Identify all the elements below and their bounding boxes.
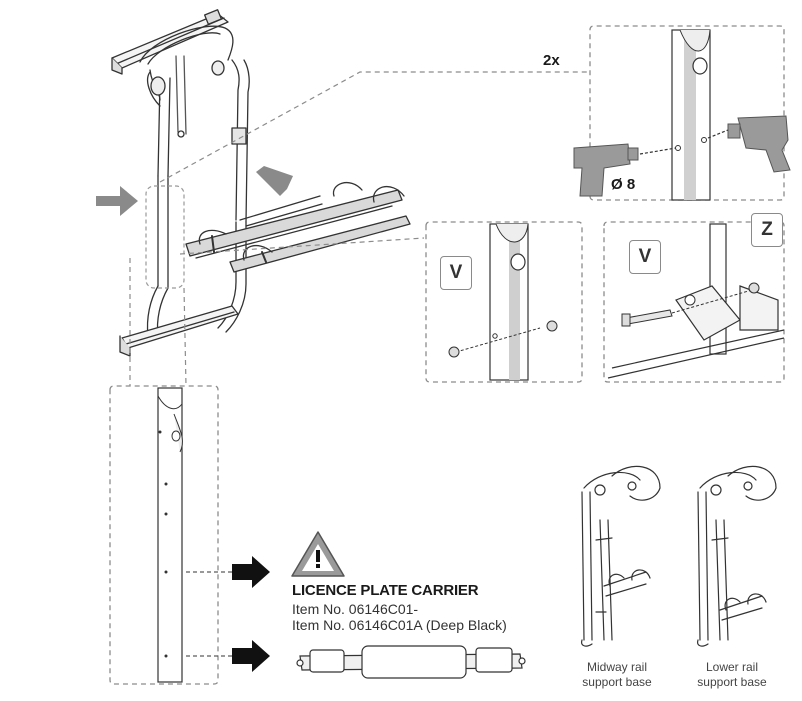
highlight-zone (145, 185, 185, 289)
lower-caption-line-2: support base (697, 675, 767, 689)
midway-caption-line-2: support base (582, 675, 652, 689)
leader-lines (129, 71, 590, 387)
arrow-upper-black (232, 556, 270, 588)
lower-rail-illustration (697, 465, 777, 647)
arrow-diag-grey (256, 166, 293, 196)
black-arrows (232, 556, 270, 672)
detail-drilling-panel (573, 25, 791, 201)
arrow-lower-black (232, 640, 270, 672)
arrow-right-grey (96, 186, 138, 216)
lower-caption-line-1: Lower rail (705, 660, 759, 674)
midway-rail-illustration (581, 465, 661, 647)
part-badge-v-2: V (629, 240, 661, 274)
midway-caption-line-1: Midway rail (586, 660, 647, 674)
detail-tube-panel (109, 385, 232, 685)
licence-plate-title: LICENCE PLATE CARRIER (292, 582, 479, 599)
bike-carrier-illustration (111, 9, 411, 357)
warning-icon (291, 531, 345, 577)
licence-plate-item-1: Item No. 06146C01- (292, 601, 419, 617)
midway-rail-caption: Midway rail support base (562, 660, 672, 690)
detail-bolt-v-panel (425, 221, 583, 383)
drill-diameter-label: Ø 8 (611, 176, 636, 193)
quantity-label: 2x (543, 52, 560, 69)
detail-bolt-vz-panel (603, 221, 785, 383)
part-badge-v-1: V (440, 256, 472, 290)
lower-rail-caption: Lower rail support base (677, 660, 787, 690)
part-badge-z: Z (751, 213, 783, 247)
drill-right-icon (727, 115, 791, 173)
grey-arrows (96, 166, 293, 216)
drill-left-icon (573, 143, 639, 197)
licence-plate-item-2: Item No. 06146C01A (Deep Black) (292, 617, 507, 633)
licence-plate-carrier-illustration (296, 645, 526, 679)
